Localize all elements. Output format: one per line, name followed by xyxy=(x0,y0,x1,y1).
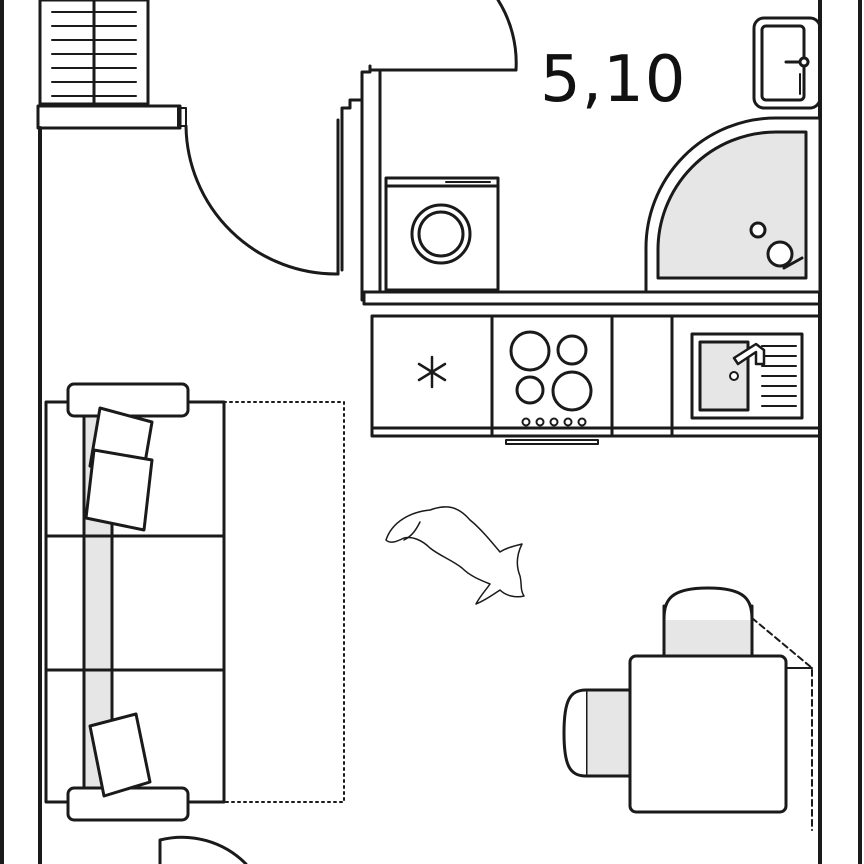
entrance-door xyxy=(184,118,340,276)
bathroom-sink xyxy=(752,16,822,110)
sofa-unfolded-outline xyxy=(223,401,345,803)
kitchen-sink xyxy=(690,332,804,420)
sofa xyxy=(44,382,226,822)
bathroom-walls xyxy=(340,64,822,306)
washing-machine xyxy=(384,176,500,292)
shower-cabin xyxy=(644,116,822,294)
bathroom-door xyxy=(496,0,518,72)
bathroom-area-label: 5,10 xyxy=(540,43,687,117)
balcony-window xyxy=(36,0,187,130)
kitchen-counter xyxy=(370,314,822,438)
fridge-snowflake-icon xyxy=(417,355,447,389)
cooktop xyxy=(505,330,599,445)
dog-sketch xyxy=(385,506,525,605)
dining-set xyxy=(562,586,813,831)
bottom-door xyxy=(158,835,248,864)
